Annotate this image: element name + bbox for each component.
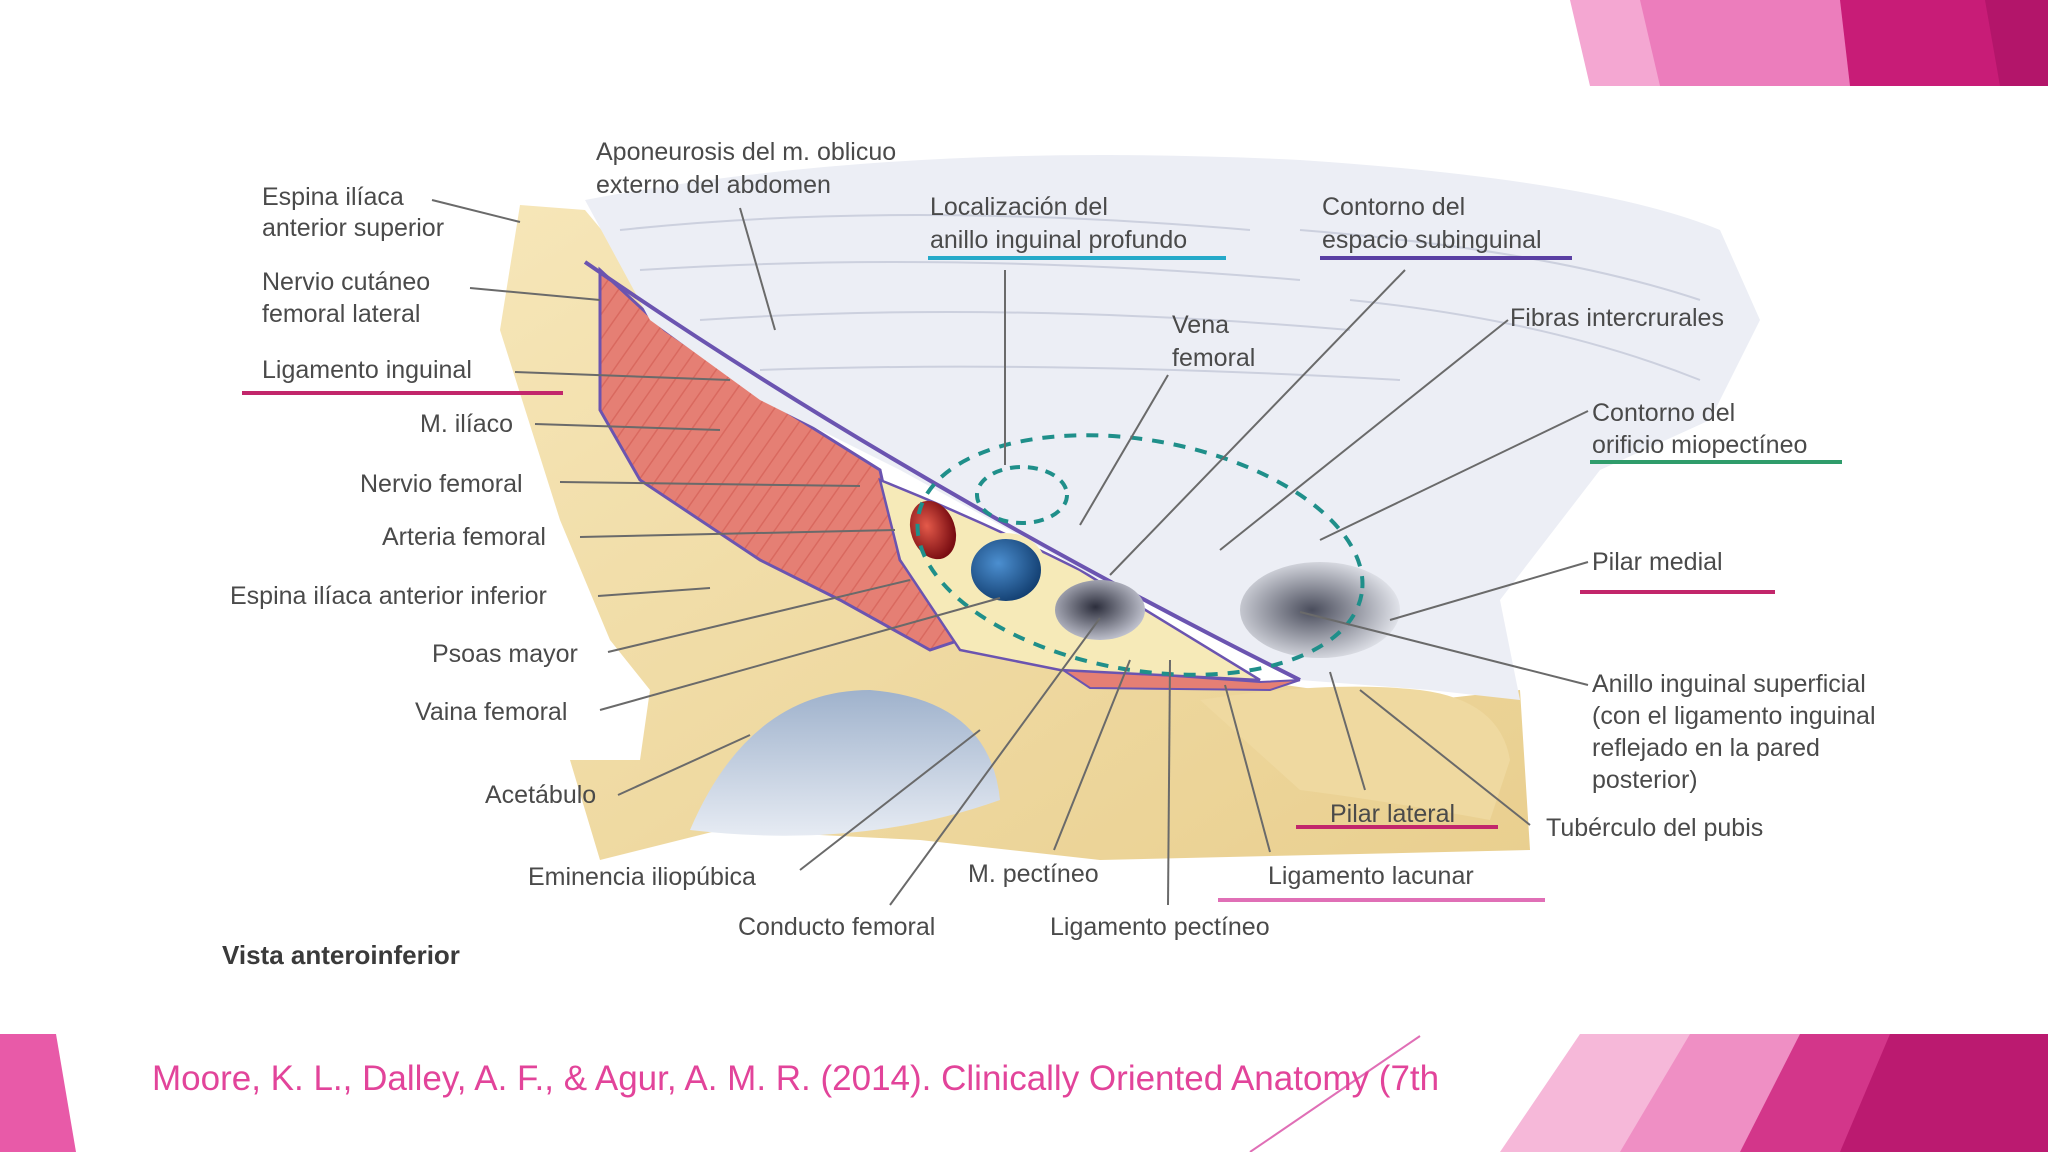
acetabulum [690, 690, 1000, 836]
leader-lines [431, 199, 1589, 906]
label-pilar-lateral: Pilar lateral [1330, 800, 1455, 828]
label-ligamento-inguinal: Ligamento inguinal [262, 356, 472, 384]
label-conducto: Conducto femoral [738, 913, 935, 941]
deep-ring-contour [975, 465, 1069, 525]
label-espina-iliaca-inf: Espina ilíaca anterior inferior [230, 582, 547, 610]
label-fibras: Fibras intercrurales [1510, 304, 1724, 332]
myopectineal-orifice-contour [915, 433, 1365, 677]
label-nervio-cutaneo: Nervio cutáneo femoral lateral [262, 268, 437, 328]
label-espina-iliaca-sup: Espina ilíaca anterior superior [262, 183, 444, 242]
label-vaina: Vaina femoral [415, 698, 567, 726]
decor-bottom-right [1249, 1034, 2048, 1152]
label-contorno-orificio: Contorno del orificio miopectíneo [1592, 399, 1807, 459]
label-anillo-superficial: Anillo inguinal superficial (con el liga… [1592, 670, 1882, 794]
inguinal-ligament-edge [583, 260, 1301, 682]
citation-text: Moore, K. L., Dalley, A. F., & Agur, A. … [152, 1059, 1439, 1098]
label-lig-pectineo: Ligamento pectíneo [1050, 913, 1270, 941]
decor-bottom-left [0, 1034, 76, 1152]
label-acetabulo: Acetábulo [485, 781, 596, 809]
aponeurosis-sheet [585, 155, 1760, 700]
label-lig-lacunar: Ligamento lacunar [1268, 862, 1474, 890]
label-tuberculo: Tubérculo del pubis [1546, 814, 1763, 842]
label-localizacion: Localización del anillo inguinal profund… [930, 193, 1187, 254]
decor-top-right [1570, 0, 2048, 86]
label-m-pectineo: M. pectíneo [968, 860, 1099, 888]
label-eminencia: Eminencia iliopúbica [528, 863, 756, 891]
diagram-labels: Espina ilíaca anterior superior Aponeuro… [222, 138, 1882, 970]
label-m-iliaco: M. ilíaco [420, 410, 513, 438]
view-label: Vista anteroinferior [222, 940, 460, 970]
label-nervio-femoral: Nervio femoral [360, 470, 523, 498]
label-contorno-espacio: Contorno del espacio subinguinal [1322, 193, 1542, 254]
label-aponeurosis: Aponeurosis del m. oblicuo externo del a… [596, 138, 903, 199]
femoral-canal [1055, 580, 1145, 640]
label-pilar-medial: Pilar medial [1592, 548, 1723, 576]
label-arteria-femoral: Arteria femoral [382, 523, 546, 551]
femoral-artery [909, 500, 957, 560]
superficial-ring [1240, 562, 1400, 658]
label-psoas: Psoas mayor [432, 640, 578, 668]
femoral-vein [965, 533, 1047, 607]
anatomy-illustration [225, 135, 1930, 995]
label-vena-femoral: Vena femoral [1172, 311, 1255, 372]
